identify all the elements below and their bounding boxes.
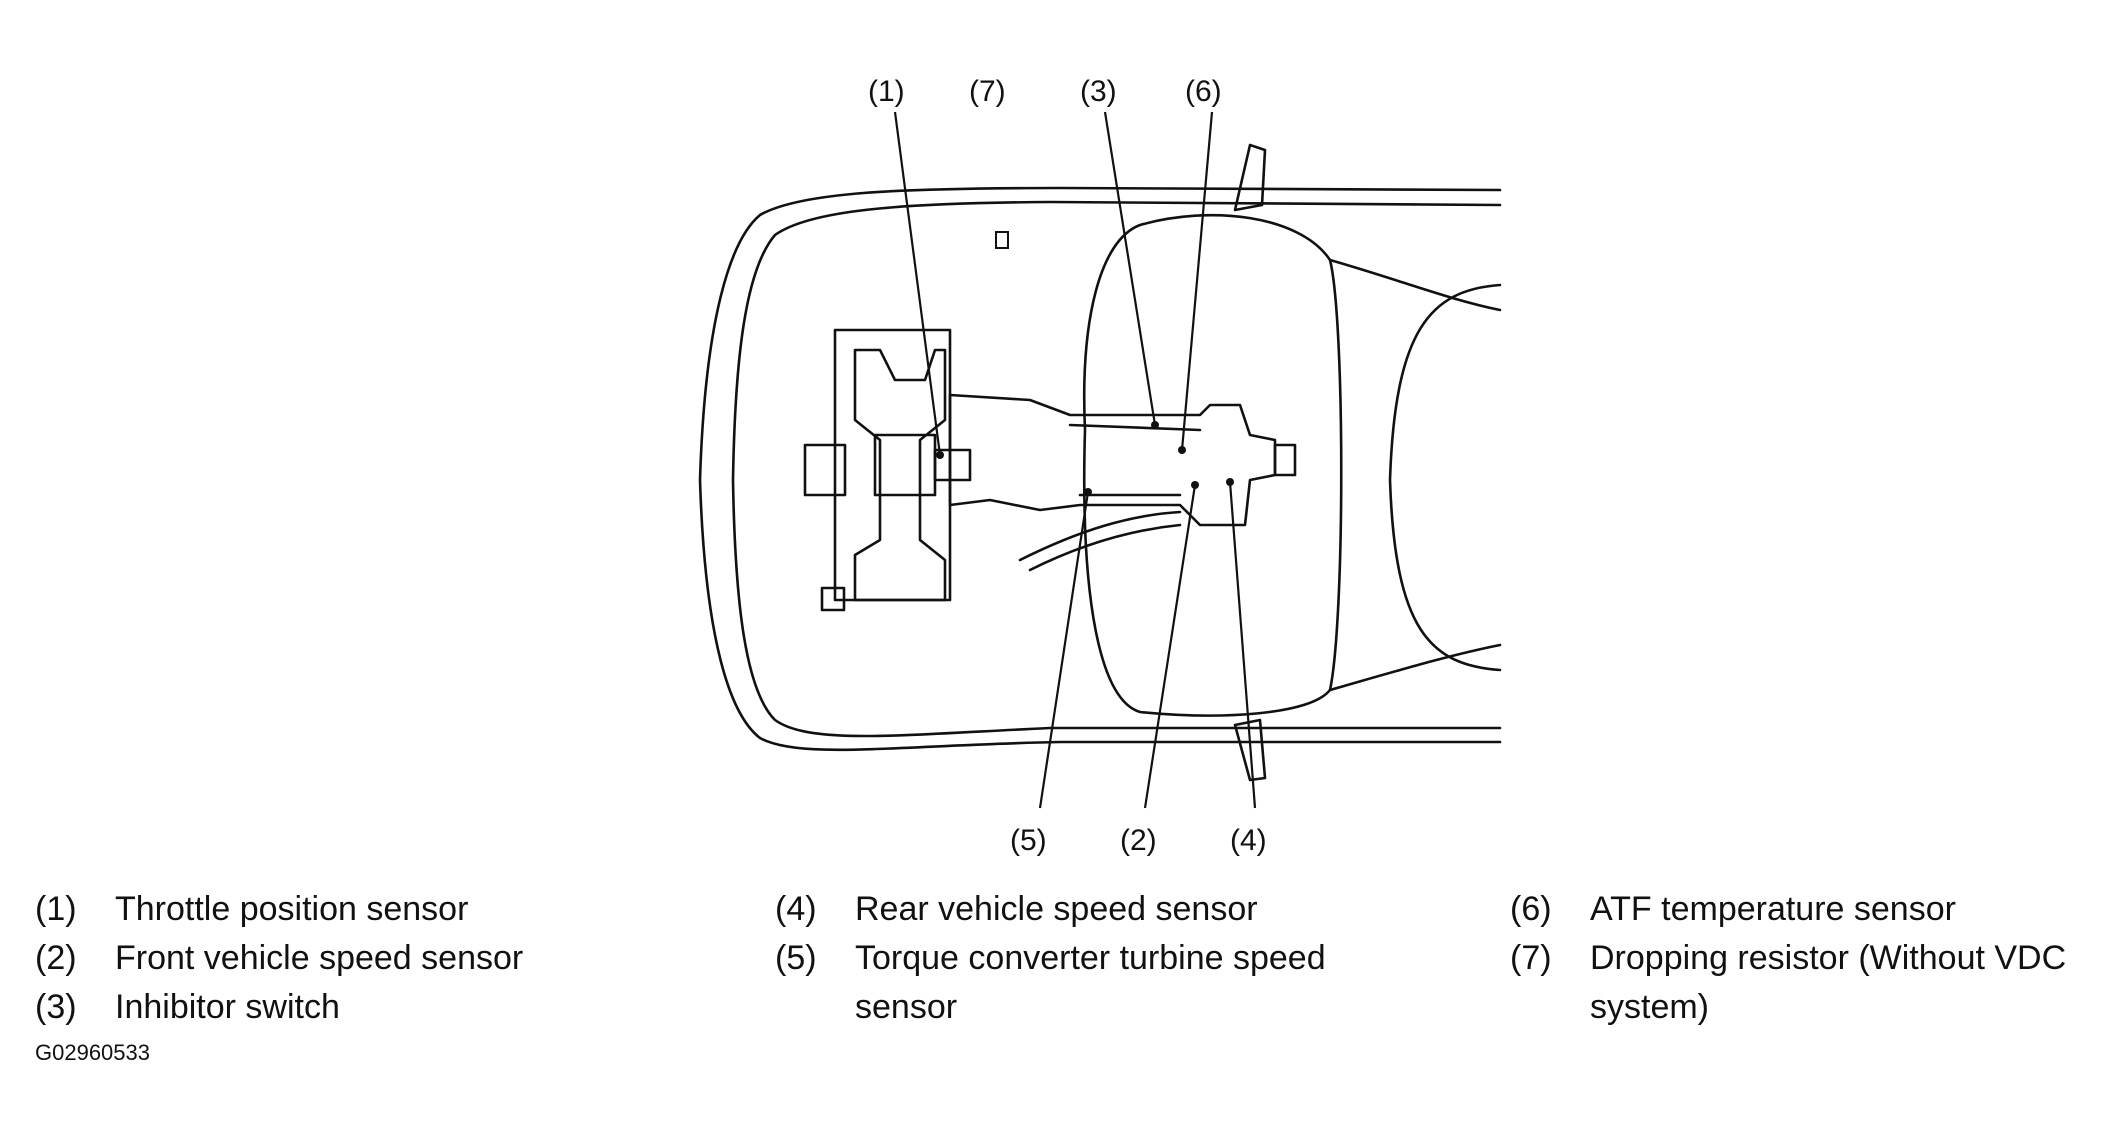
leader-6 xyxy=(1180,111,1214,451)
leader-1 xyxy=(893,111,942,456)
leader-4 xyxy=(1228,481,1257,809)
dot-1 xyxy=(936,451,944,459)
dot-3 xyxy=(1151,421,1159,429)
car-body-outline xyxy=(698,186,1502,752)
legend-item: (6) ATF temperature sensor xyxy=(1510,885,2110,934)
legend-number: (5) xyxy=(775,939,817,977)
legend-item: (4) Rear vehicle speed sensor xyxy=(775,885,1415,934)
dot-5 xyxy=(1084,488,1092,496)
left-accessory xyxy=(803,443,847,497)
legend-number: (4) xyxy=(775,890,817,928)
car-body-inner-line xyxy=(731,200,1502,738)
roof-outline xyxy=(1388,283,1502,672)
callout-6: (6) xyxy=(1185,75,1222,108)
callout-1: (1) xyxy=(868,75,905,108)
mirror-bottom xyxy=(1233,718,1267,782)
callout-2: (2) xyxy=(1120,824,1157,857)
leader-5 xyxy=(1038,491,1090,809)
legend-item: (7) Dropping resistor (Without VDC syste… xyxy=(1510,934,2110,1032)
legend-item: (2) Front vehicle speed sensor xyxy=(35,934,735,983)
legend-label: Dropping resistor (Without VDC system) xyxy=(1590,939,2067,1026)
legend-label: Torque converter turbine speed sensor xyxy=(855,939,1326,1026)
transmission-tail xyxy=(1273,443,1297,477)
engine-block xyxy=(833,328,952,602)
legend-number: (1) xyxy=(35,890,77,928)
cabin-outline xyxy=(1328,258,1502,312)
legend-item: (3) Inhibitor switch xyxy=(35,983,735,1032)
transmission xyxy=(948,393,1277,527)
legend-column-2: (4) Rear vehicle speed sensor (5) Torque… xyxy=(775,885,1415,1032)
callout-7: (7) xyxy=(969,75,1006,108)
legend-label: Inhibitor switch xyxy=(115,988,340,1026)
legend-label: Rear vehicle speed sensor xyxy=(855,890,1258,928)
legend-item: (5) Torque converter turbine speed senso… xyxy=(775,934,1415,1032)
callout-3: (3) xyxy=(1080,75,1117,108)
legend-label: ATF temperature sensor xyxy=(1590,890,1956,928)
legend-label: Front vehicle speed sensor xyxy=(115,939,524,977)
figure-code: G02960533 xyxy=(35,1040,150,1065)
legend-number: (7) xyxy=(1510,939,1552,977)
leader-2 xyxy=(1143,484,1197,809)
windshield-outline xyxy=(1082,213,1343,717)
legend-label: Throttle position sensor xyxy=(115,890,469,928)
legend-number: (2) xyxy=(35,939,77,977)
callout-5: (5) xyxy=(1010,824,1047,857)
dropping-resistor-shape xyxy=(995,231,1009,249)
dot-4 xyxy=(1226,478,1234,486)
engine-center xyxy=(873,433,937,497)
dot-6 xyxy=(1178,446,1186,454)
callout-4: (4) xyxy=(1230,824,1267,857)
legend-number: (6) xyxy=(1510,890,1552,928)
dot-2 xyxy=(1191,481,1199,489)
leader-3 xyxy=(1103,111,1157,426)
mirror-top xyxy=(1233,143,1267,212)
legend-number: (3) xyxy=(35,988,77,1026)
legend-item: (1) Throttle position sensor xyxy=(35,885,735,934)
engine-cylinders xyxy=(853,348,947,602)
legend-column-1: (1) Throttle position sensor (2) Front v… xyxy=(35,885,735,1032)
legend-column-3: (6) ATF temperature sensor (7) Dropping … xyxy=(1510,885,2110,1032)
